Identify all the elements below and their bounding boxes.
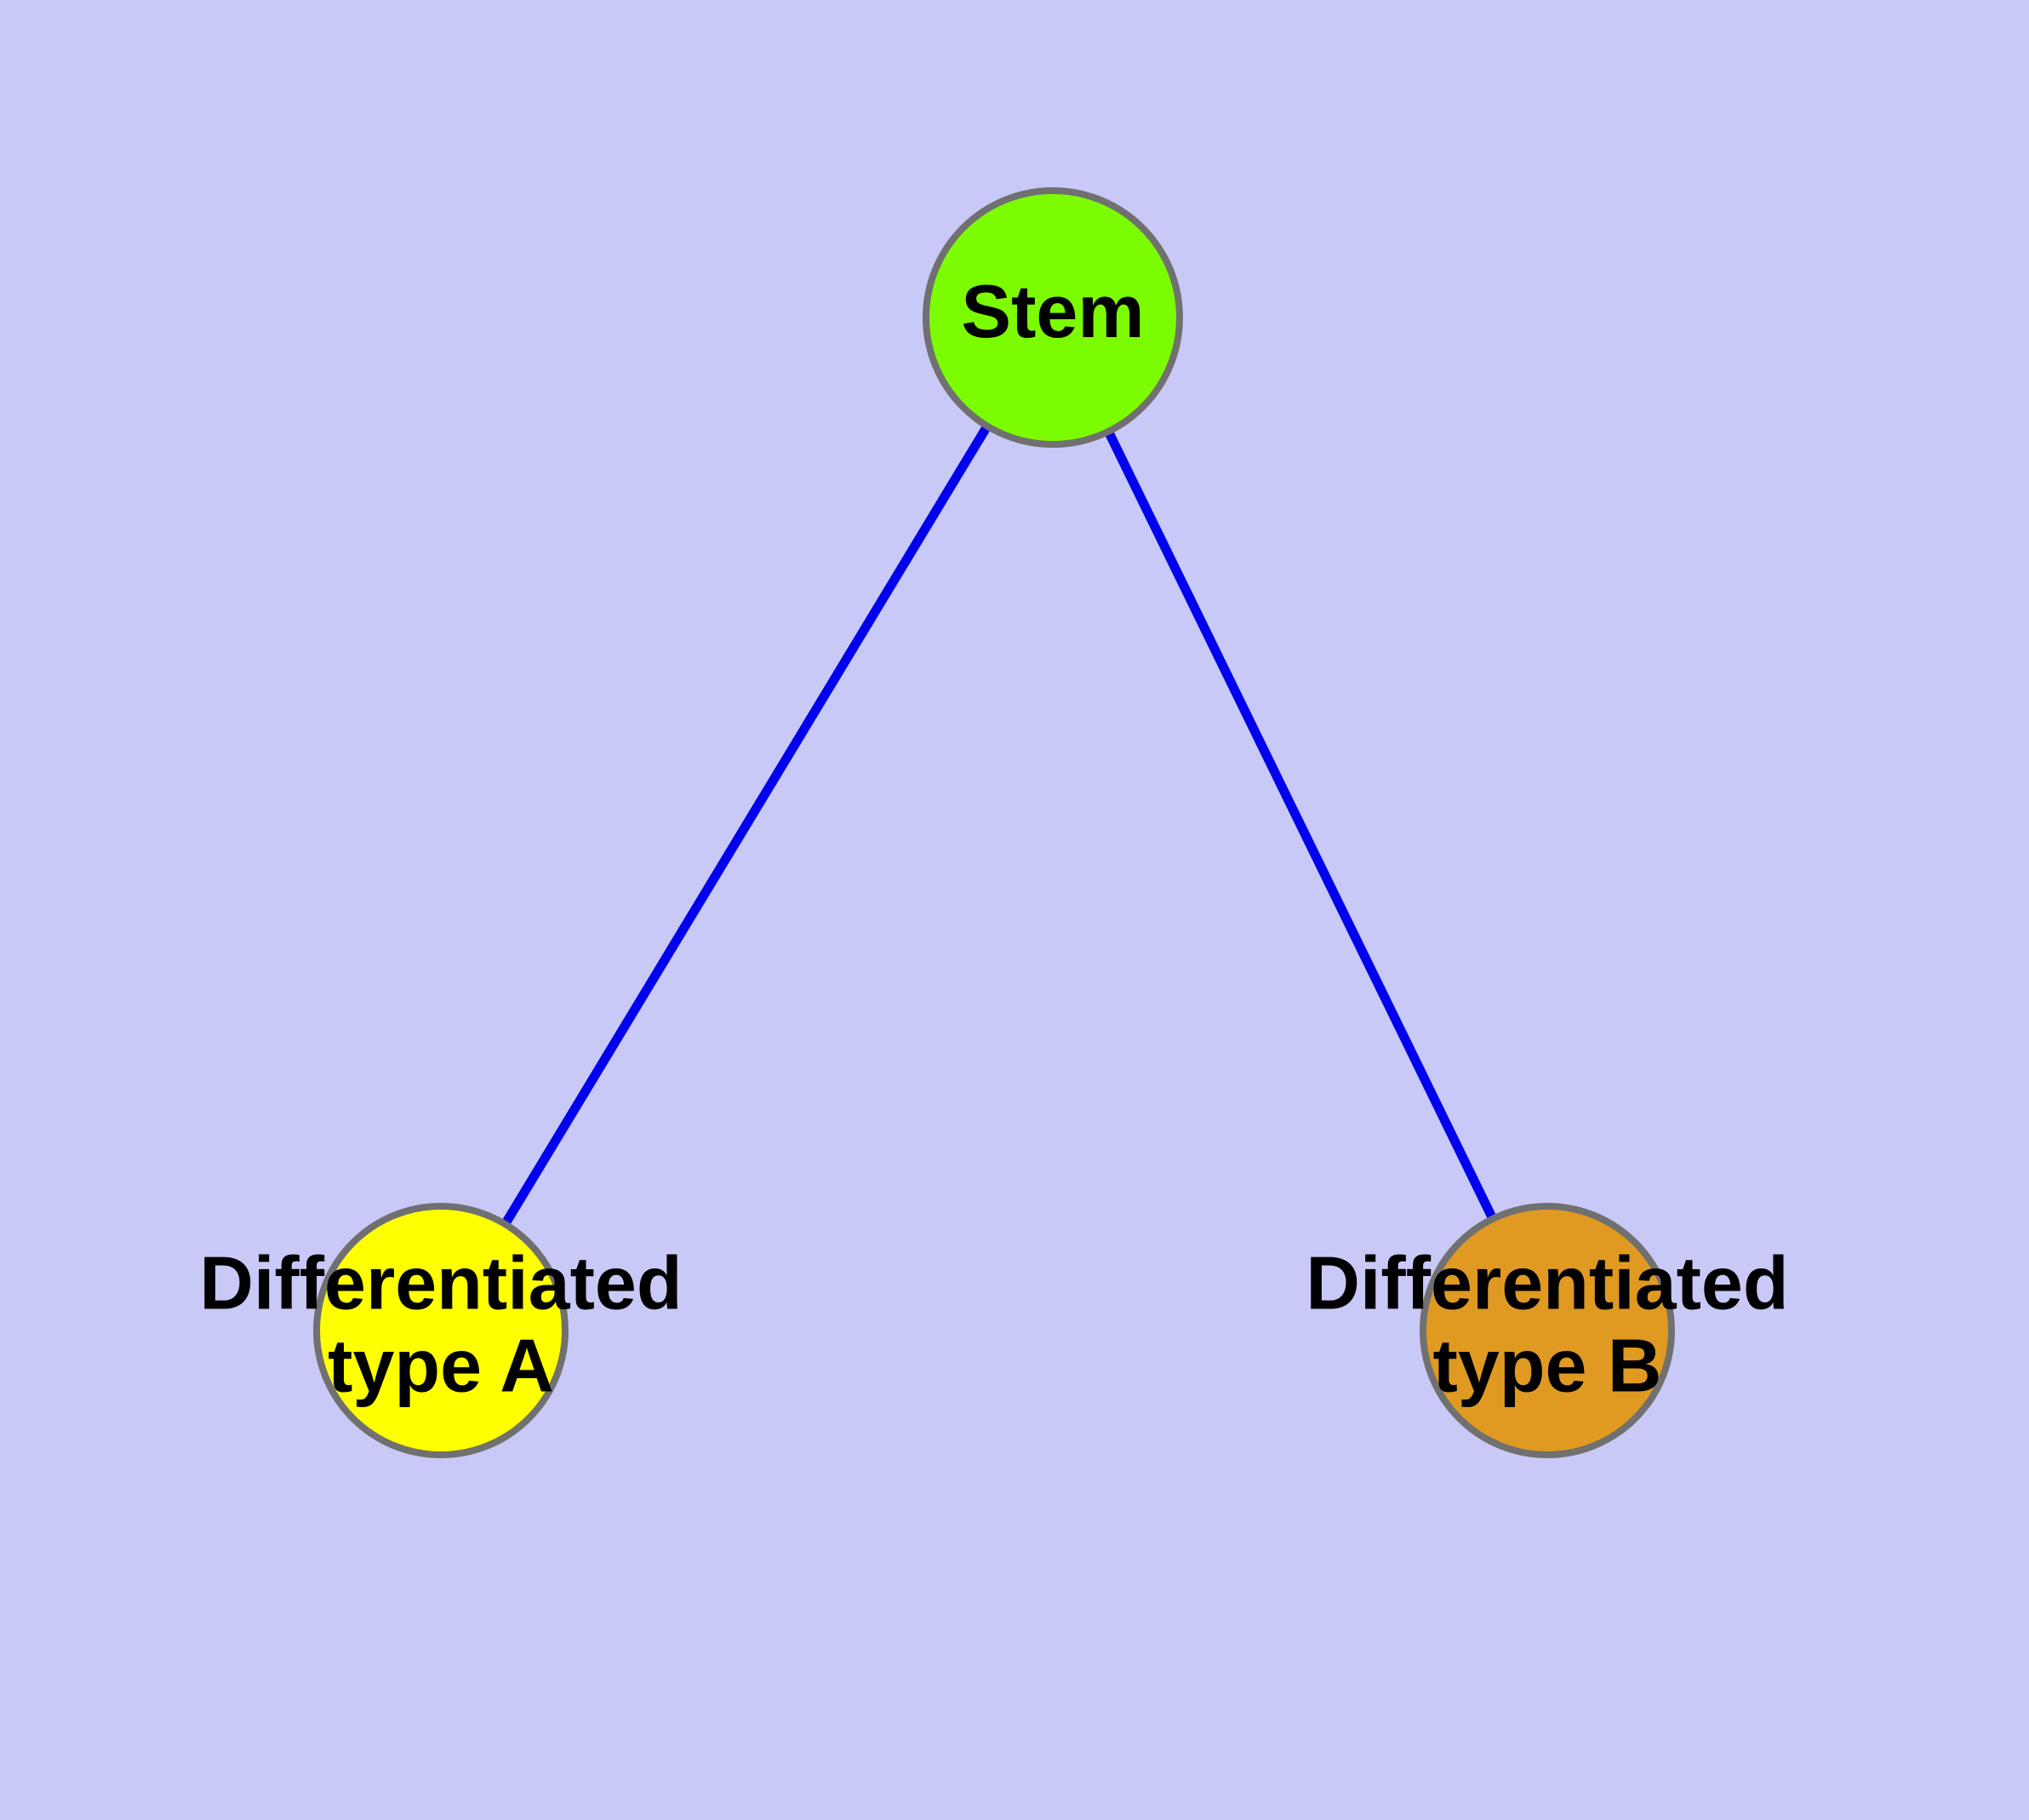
- edges-group: [499, 421, 1499, 1230]
- graph-node-diff_a[interactable]: [313, 1203, 569, 1458]
- graph-node-stem[interactable]: [923, 187, 1183, 448]
- nodes-group: [313, 187, 1675, 1458]
- graph-node-diff_b[interactable]: [1420, 1203, 1675, 1458]
- graph-node-label-stem: Stem: [961, 269, 1144, 353]
- graph-edge[interactable]: [499, 421, 993, 1230]
- graph-edge[interactable]: [1102, 426, 1499, 1224]
